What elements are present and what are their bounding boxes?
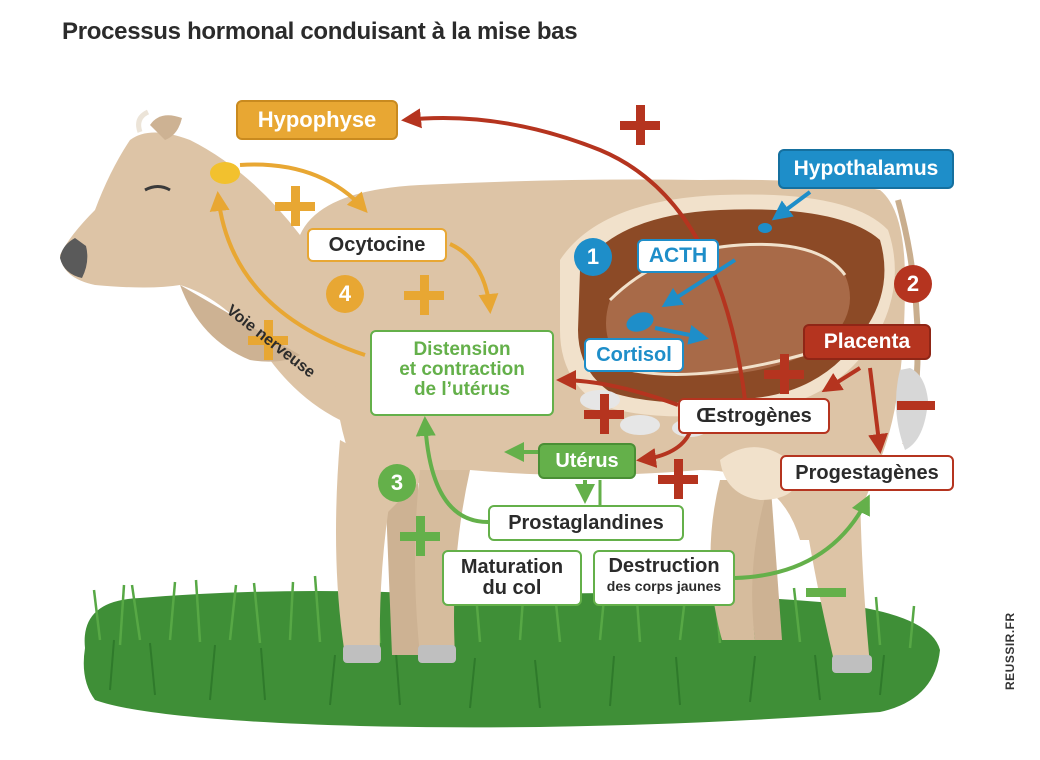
step-badge-2: 2 — [894, 265, 932, 303]
arrow-oestrogenes-to-distension — [556, 370, 679, 407]
step-badge-4: 4 — [326, 275, 364, 313]
plus-signs — [248, 105, 804, 556]
arrow-placenta-to-progestagenes — [868, 367, 888, 454]
arrow-adrenal-to-cortisol — [654, 325, 709, 345]
fetal-hypothalamus — [758, 223, 772, 233]
minus-sign-red — [897, 401, 935, 410]
step-badge-1: 1 — [574, 238, 612, 276]
arrow-oestrogenes-to-hypophyse — [401, 108, 747, 401]
arrow-voie-nerveuse — [209, 191, 366, 357]
label-distension-line1: Distension — [413, 339, 511, 360]
page-title: Processus hormonal conduisant à la mise … — [62, 18, 578, 45]
label-maturation-col: Maturation du col — [442, 550, 582, 606]
arrow-hypophyse-to-ocytocine — [239, 162, 368, 213]
adrenal-gland — [626, 312, 654, 332]
label-maturation-line2: du col — [482, 577, 542, 599]
label-placenta: Placenta — [803, 324, 931, 360]
arrow-fetus-to-adrenal — [661, 258, 737, 308]
label-maturation-line1: Maturation — [460, 556, 564, 578]
arrow-prostaglandines-to-distension — [415, 416, 489, 524]
step-badge-3: 3 — [378, 464, 416, 502]
label-acth: ACTH — [637, 239, 719, 273]
label-distension-line2: et contraction — [399, 358, 525, 380]
label-distension-line3: de l’utérus — [413, 378, 511, 400]
label-destruction-line2: des corps jaunes — [606, 578, 722, 594]
label-uterus: Utérus — [538, 443, 636, 479]
arrow-ocytocine-to-uterus — [449, 242, 499, 314]
label-destruction-corps-jaunes: Destruction des corps jaunes — [593, 550, 735, 606]
label-prostaglandines: Prostaglandines — [488, 505, 684, 541]
label-progestagenes: Progestagènes — [780, 455, 954, 491]
label-oestrogenes: Œstrogènes — [678, 398, 830, 434]
label-cortisol: Cortisol — [584, 338, 684, 372]
credit-reussir: REUSSIR.FR — [1003, 612, 1017, 690]
arrow-hypothalamus-to-fetus — [771, 190, 812, 221]
arrow-oestrogenes-to-uterus — [636, 431, 692, 468]
label-ocytocine: Ocytocine — [307, 228, 447, 262]
pituitary-gland — [210, 162, 240, 184]
arrow-destruction-to-progestagenes — [734, 494, 870, 580]
arrow-placenta-to-oestrogenes — [821, 366, 862, 393]
label-hypothalamus: Hypothalamus — [778, 149, 954, 189]
label-distension: Distension et contraction de l’utérus — [370, 330, 554, 416]
label-destruction-line1: Destruction — [608, 555, 720, 577]
label-hypophyse: Hypophyse — [236, 100, 398, 140]
minus-sign-green — [806, 588, 846, 597]
